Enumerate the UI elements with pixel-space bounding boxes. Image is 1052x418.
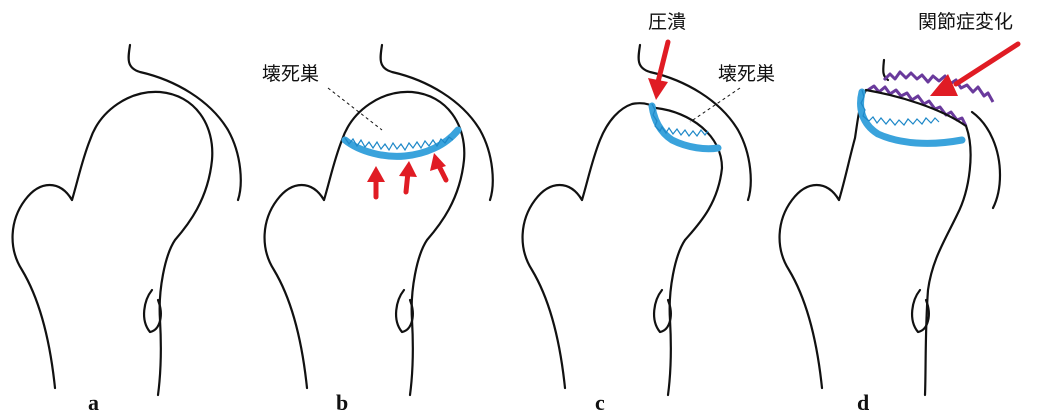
- panel-letter: b: [336, 390, 348, 415]
- acetabulum-outline: [381, 45, 493, 200]
- lesser-trochanter: [654, 290, 671, 332]
- acetabulum-outline-lateral: [972, 112, 1000, 208]
- acetabulum-outline: [129, 45, 241, 200]
- femur-outline: [13, 92, 213, 395]
- collapse-label: 圧潰: [648, 11, 686, 33]
- panel-letter: a: [88, 390, 99, 415]
- necrosis-boundary: [345, 130, 458, 156]
- panel-b: 壊死巣 b: [262, 45, 493, 415]
- load-arrow: [430, 153, 446, 180]
- collapse-arrow: [648, 42, 668, 100]
- femur-outline: [265, 92, 465, 395]
- arthritic-change-arrow: [930, 44, 1018, 96]
- panel-d: 関節症変化 d: [780, 11, 1018, 415]
- load-arrow: [367, 166, 385, 197]
- leader-line: [690, 88, 740, 122]
- arthritic-change-label: 関節症変化: [918, 11, 1013, 33]
- panel-letter: c: [595, 390, 605, 415]
- panel-a: a: [13, 45, 241, 415]
- leader-line: [328, 88, 382, 130]
- load-arrow: [399, 161, 417, 192]
- lesser-trochanter: [396, 290, 413, 332]
- panel-letter: d: [857, 390, 869, 415]
- necrosis-label: 壊死巣: [718, 63, 775, 85]
- necrosis-label: 壊死巣: [262, 63, 319, 85]
- panel-c: 圧潰 壊死巣 c: [523, 11, 775, 415]
- lesser-trochanter: [144, 290, 161, 332]
